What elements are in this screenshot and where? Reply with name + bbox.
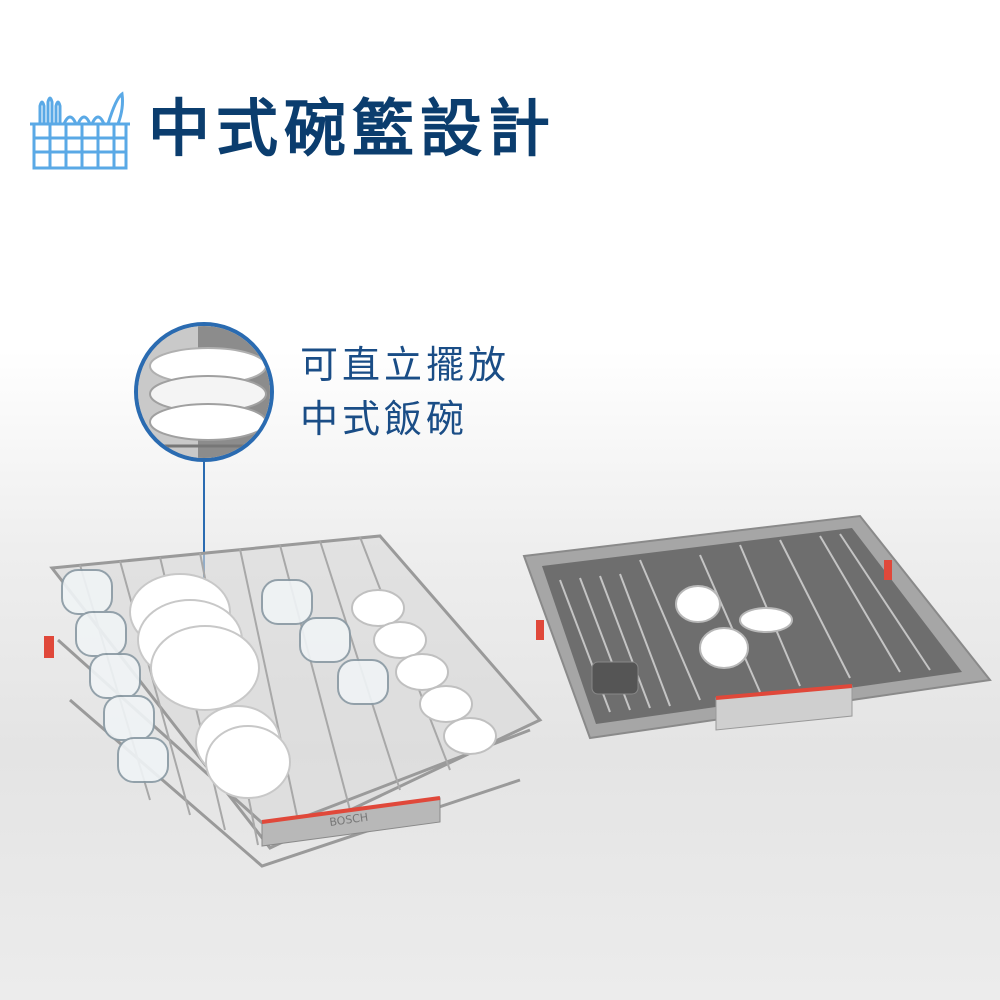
zoom-detail-circle bbox=[134, 322, 274, 462]
header: 中式碗籃設計 bbox=[28, 84, 628, 174]
cutlery-drawer bbox=[522, 514, 992, 740]
callout-line-1: 可直立擺放 bbox=[300, 343, 511, 387]
dish-basket: BOSCH bbox=[44, 534, 543, 868]
callout-line-2: 中式飯碗 bbox=[300, 397, 469, 441]
brand-logo: BOSCH bbox=[329, 811, 369, 829]
callout-text: 可直立擺放 中式飯碗 bbox=[300, 338, 510, 446]
page-title: 中式碗籃設計 bbox=[148, 92, 557, 165]
dish-rack-icon bbox=[30, 91, 130, 170]
